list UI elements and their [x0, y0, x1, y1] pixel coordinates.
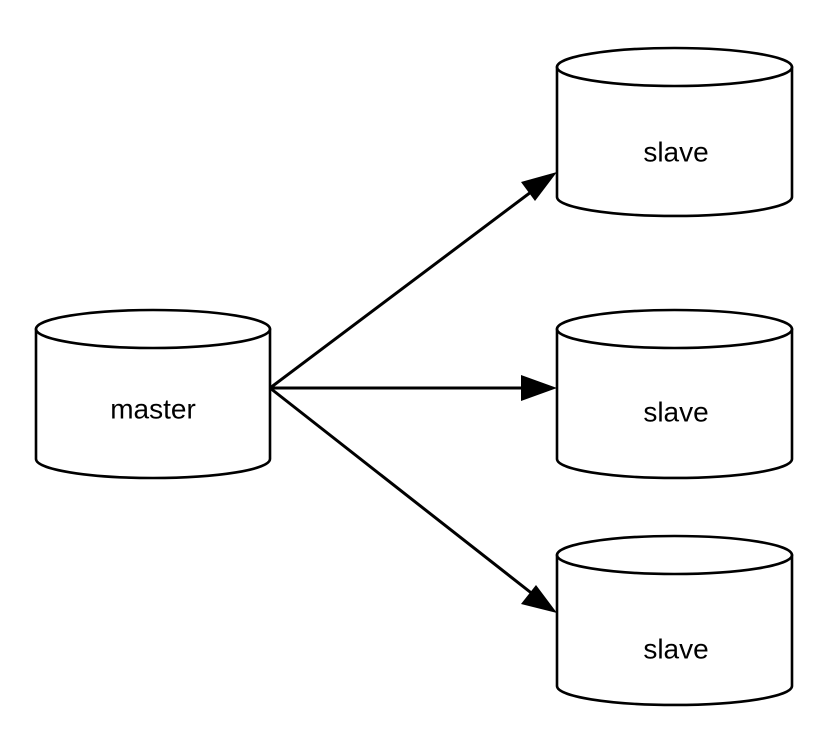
- node-label-slave-3: slave: [643, 633, 708, 664]
- edge-master-to-slave-1[interactable]: [269, 172, 557, 390]
- node-slave-3[interactable]: slave: [555, 534, 794, 707]
- database-cylinder-icon: [34, 308, 272, 480]
- edge-master-to-slave-3[interactable]: [269, 386, 557, 613]
- arrowhead-icon: [521, 375, 557, 401]
- node-label-slave-2: slave: [643, 396, 708, 427]
- edge-group: [269, 172, 557, 613]
- database-cylinder-icon: [555, 308, 794, 480]
- database-cylinder-icon: [555, 46, 794, 218]
- edge-master-to-slave-2[interactable]: [270, 375, 557, 401]
- arrowhead-icon: [521, 172, 557, 201]
- node-master[interactable]: master: [34, 308, 272, 480]
- node-slave-2[interactable]: slave: [555, 308, 794, 480]
- database-cylinder-icon: [555, 534, 794, 707]
- node-group: master slave slave: [34, 46, 794, 707]
- edge-line: [269, 184, 540, 390]
- edge-line: [269, 386, 540, 601]
- node-slave-1[interactable]: slave: [555, 46, 794, 218]
- arrowhead-icon: [521, 585, 557, 613]
- node-label-master: master: [110, 393, 196, 424]
- node-label-slave-1: slave: [643, 136, 708, 167]
